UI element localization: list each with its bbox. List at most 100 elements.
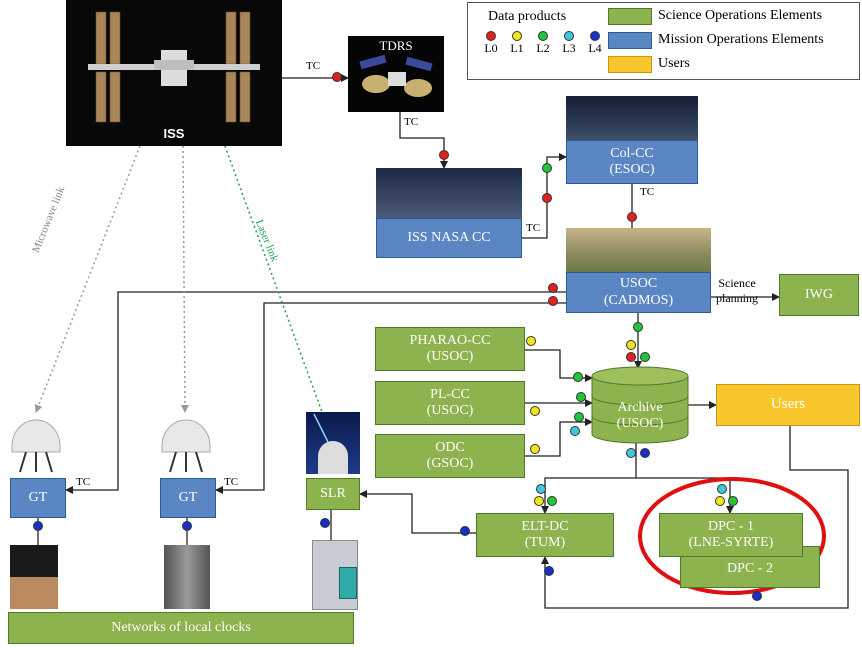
gt1-label: GT	[28, 489, 48, 505]
col-cc-node: Col-CC (ESOC)	[566, 140, 698, 184]
legend-category-users: Users	[608, 55, 690, 73]
slr-telescope-image	[306, 412, 360, 474]
iss-label: ISS	[163, 126, 185, 141]
dot-l0	[548, 296, 558, 306]
legend-title: Data products	[488, 9, 567, 24]
tdrs-image: TDRS	[348, 36, 444, 112]
dot-l2	[728, 496, 738, 506]
gt2-dome-image	[156, 412, 216, 474]
networks-node: Networks of local clocks	[8, 612, 354, 644]
legend-dot-l3	[564, 31, 574, 41]
dot-l0	[627, 212, 637, 222]
dot-l4	[640, 448, 650, 458]
science-planning-label: Science planning	[716, 276, 758, 305]
dot-l2	[547, 496, 557, 506]
dot-l3	[626, 448, 636, 458]
dot-l1	[526, 336, 536, 346]
elt-dc-org: (TUM)	[524, 535, 566, 550]
odc-org: (GSOC)	[426, 456, 474, 471]
pharao-cc-org: (USOC)	[426, 349, 474, 364]
networks-label: Networks of local clocks	[111, 619, 251, 635]
tc-label-tdrs-nasa: TC	[404, 116, 419, 128]
legend-level-l4-label: L4	[588, 41, 602, 55]
dot-l2	[640, 352, 650, 362]
legend-levels: L0 L1 L2 L3 L4	[478, 31, 618, 71]
iss-nasa-cc-label: ISS NASA CC	[407, 229, 491, 245]
tc-label-nasa-col: TC	[526, 222, 541, 234]
legend-dot-l4	[590, 31, 600, 41]
legend-label-mission: Mission Operations Elements	[658, 32, 824, 47]
archive-org: (USOC)	[616, 416, 664, 431]
gt2-node: GT	[160, 478, 216, 518]
slr-node: SLR	[306, 478, 360, 510]
gt1-node: GT	[10, 478, 66, 518]
clock-lab-image-2	[164, 545, 210, 609]
dot-l2	[573, 372, 583, 382]
dpc1-org: (LNE-SYRTE)	[688, 535, 774, 550]
col-cc-control-room-image	[566, 96, 698, 140]
clock-device-image	[312, 540, 358, 610]
elt-dc-node: ELT-DC (TUM)	[476, 513, 614, 557]
dpc2-label: DPC - 2	[727, 560, 773, 576]
tc-label-gt1: TC	[76, 476, 91, 488]
pl-cc-name: PL-CC	[430, 386, 470, 402]
legend-level-l2-label: L2	[536, 41, 550, 55]
dot-l0	[542, 193, 552, 203]
dot-l3	[717, 484, 727, 494]
tc-label-iss-tdrs: TC	[306, 60, 321, 72]
legend-category-mission: Mission Operations Elements	[608, 31, 824, 49]
dot-l2	[633, 322, 643, 332]
pharao-cc-node: PHARAO-CC (USOC)	[375, 327, 525, 371]
legend-category-science: Science Operations Elements	[608, 7, 822, 25]
tc-label-col-usoc: TC	[640, 186, 655, 198]
dot-l1	[534, 496, 544, 506]
legend-dot-l0	[486, 31, 496, 41]
dot-l1	[530, 406, 540, 416]
users-label: Users	[770, 396, 806, 413]
nasa-control-room-image	[376, 168, 522, 218]
users-node: Users	[716, 384, 860, 426]
iss-station-graphic	[88, 11, 260, 123]
dot-l2	[574, 412, 584, 422]
pl-cc-org: (USOC)	[426, 403, 474, 418]
observatory-icon	[313, 413, 348, 474]
dot-l4	[320, 518, 330, 528]
dot-l4	[752, 591, 762, 601]
radome-icon	[161, 419, 211, 473]
legend-label-science: Science Operations Elements	[658, 8, 823, 23]
legend-level-l0: L0	[478, 31, 504, 56]
dot-l1	[530, 444, 540, 454]
archive-cylinder	[591, 366, 689, 444]
odc-name: ODC	[435, 439, 465, 455]
dpc1-name: DPC - 1	[708, 518, 754, 534]
legend-level-l3-label: L3	[562, 41, 576, 55]
gt2-label: GT	[178, 489, 198, 505]
usoc-name: USOC	[619, 276, 658, 292]
odc-node: ODC (GSOC)	[375, 434, 525, 478]
tdrs-label: TDRS	[379, 38, 413, 53]
legend-dot-l1	[512, 31, 522, 41]
dot-l0	[439, 150, 449, 160]
usoc-org: (CADMOS)	[603, 292, 674, 308]
legend-level-l3: L3	[556, 31, 582, 56]
dot-l4	[544, 566, 554, 576]
clock-lab-image-1	[10, 545, 58, 609]
dot-l0	[548, 283, 558, 293]
pl-cc-node: PL-CC (USOC)	[375, 381, 525, 425]
col-cc-org: (ESOC)	[609, 162, 655, 177]
usoc-node: USOC (CADMOS)	[566, 272, 711, 313]
slr-label: SLR	[320, 485, 346, 501]
dot-l4	[182, 521, 192, 531]
dpc1-node: DPC - 1 (LNE-SYRTE)	[659, 513, 803, 557]
iss-nasa-cc-node: ISS NASA CC	[376, 218, 522, 258]
legend-dot-l2	[538, 31, 548, 41]
dot-l2	[576, 392, 586, 402]
col-cc-name: Col-CC	[610, 145, 654, 161]
iwg-label: IWG	[805, 286, 833, 302]
dot-l3	[570, 426, 580, 436]
gt1-dome-image	[6, 412, 66, 474]
usoc-aerial-image	[566, 228, 711, 272]
legend-level-l2: L2	[530, 31, 556, 56]
clock-display	[339, 567, 357, 599]
iwg-node: IWG	[779, 274, 859, 316]
